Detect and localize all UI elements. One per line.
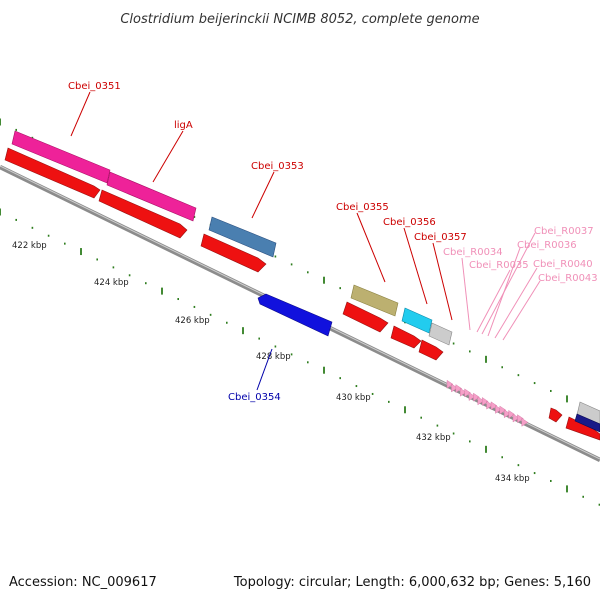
tick-label: 434 kbp (495, 474, 530, 484)
gene-cbei-0357[interactable] (428, 322, 453, 346)
rna-feature[interactable] (508, 409, 515, 419)
tick-label: 428 kbp (256, 352, 291, 362)
gene-label-cbei-r0037[interactable]: Cbei_R0037 (534, 226, 594, 237)
gene-cbei-0351[interactable] (11, 130, 111, 184)
tick-label: 422 kbp (12, 241, 47, 251)
rna-feature[interactable] (451, 383, 458, 393)
rna-feature[interactable] (521, 417, 529, 427)
cds-feature[interactable] (418, 339, 444, 361)
tick-label: 424 kbp (94, 278, 129, 288)
gene-label-cbei-0351[interactable]: Cbei_0351 (68, 81, 121, 92)
gene-feature[interactable] (574, 413, 600, 433)
rna-feature[interactable] (495, 405, 502, 414)
gene-label-cbei-r0035[interactable]: Cbei_R0035 (469, 260, 529, 271)
gene-cbei-0353[interactable] (208, 216, 277, 258)
gene-cbei-0355[interactable] (350, 284, 399, 317)
gene-label-cbei-r0040[interactable]: Cbei_R0040 (533, 259, 593, 270)
cds-feature[interactable] (342, 301, 389, 333)
gene-feature[interactable] (576, 401, 600, 426)
rna-feature[interactable] (468, 392, 476, 401)
rna-feature[interactable] (504, 409, 511, 419)
rna-feature[interactable] (486, 400, 493, 410)
cds-track (4, 147, 600, 441)
cds-feature[interactable] (98, 189, 188, 239)
rna-feature[interactable] (517, 414, 524, 424)
tick-label: 430 kbp (336, 393, 371, 403)
gene-label-cbei-r0043[interactable]: Cbei_R0043 (538, 273, 598, 284)
gene-label-cbei-0356[interactable]: Cbei_0356 (383, 217, 436, 228)
gene-label-cbei-0354[interactable]: Cbei_0354 (228, 392, 281, 403)
rna-feature[interactable] (477, 396, 485, 406)
gene-label-cbei-r0034[interactable]: Cbei_R0034 (443, 247, 503, 258)
gene-cbei-0354[interactable] (257, 293, 333, 337)
gene-cbei-0356[interactable] (401, 307, 433, 334)
gene-label-cbei-0355[interactable]: Cbei_0355 (336, 202, 389, 213)
gene-labels: Cbei_0351 ligA Cbei_0353 Cbei_0354 Cbei_… (68, 81, 598, 403)
rna-feature[interactable] (464, 388, 471, 398)
rna-cluster (446, 379, 529, 427)
gene-label-cbei-0357[interactable]: Cbei_0357 (414, 232, 467, 243)
tick-label: 432 kbp (416, 433, 451, 443)
cds-feature[interactable] (390, 325, 422, 349)
rna-feature[interactable] (446, 379, 454, 389)
label-leaders (70, 91, 541, 391)
rna-feature[interactable] (490, 401, 498, 411)
gene-liga[interactable] (106, 171, 197, 222)
tick-label: 426 kbp (175, 316, 210, 326)
gene-track (11, 130, 600, 433)
map-title: Clostridium beijerinckii NCIMB 8052, com… (120, 12, 479, 27)
cds-feature[interactable] (200, 233, 267, 273)
rna-feature[interactable] (512, 413, 520, 423)
cds-feature[interactable] (548, 407, 563, 423)
rna-feature[interactable] (482, 397, 489, 406)
accession-text: Accession: NC_009617 (9, 575, 157, 590)
cds-feature[interactable] (4, 147, 101, 199)
rna-feature[interactable] (473, 392, 480, 402)
inner-tick-row (0, 208, 600, 506)
rna-feature[interactable] (460, 387, 467, 397)
rna-feature[interactable] (455, 384, 463, 393)
gene-label-cbei-r0036[interactable]: Cbei_R0036 (517, 240, 577, 251)
rna-feature[interactable] (499, 405, 507, 415)
genome-stats-text: Topology: circular; Length: 6,000,632 bp… (233, 575, 591, 590)
gene-label-liga[interactable]: ligA (174, 120, 193, 131)
tick-labels: 422 kbp 424 kbp 426 kbp 428 kbp 430 kbp … (12, 241, 530, 484)
gene-label-cbei-0353[interactable]: Cbei_0353 (251, 161, 304, 172)
